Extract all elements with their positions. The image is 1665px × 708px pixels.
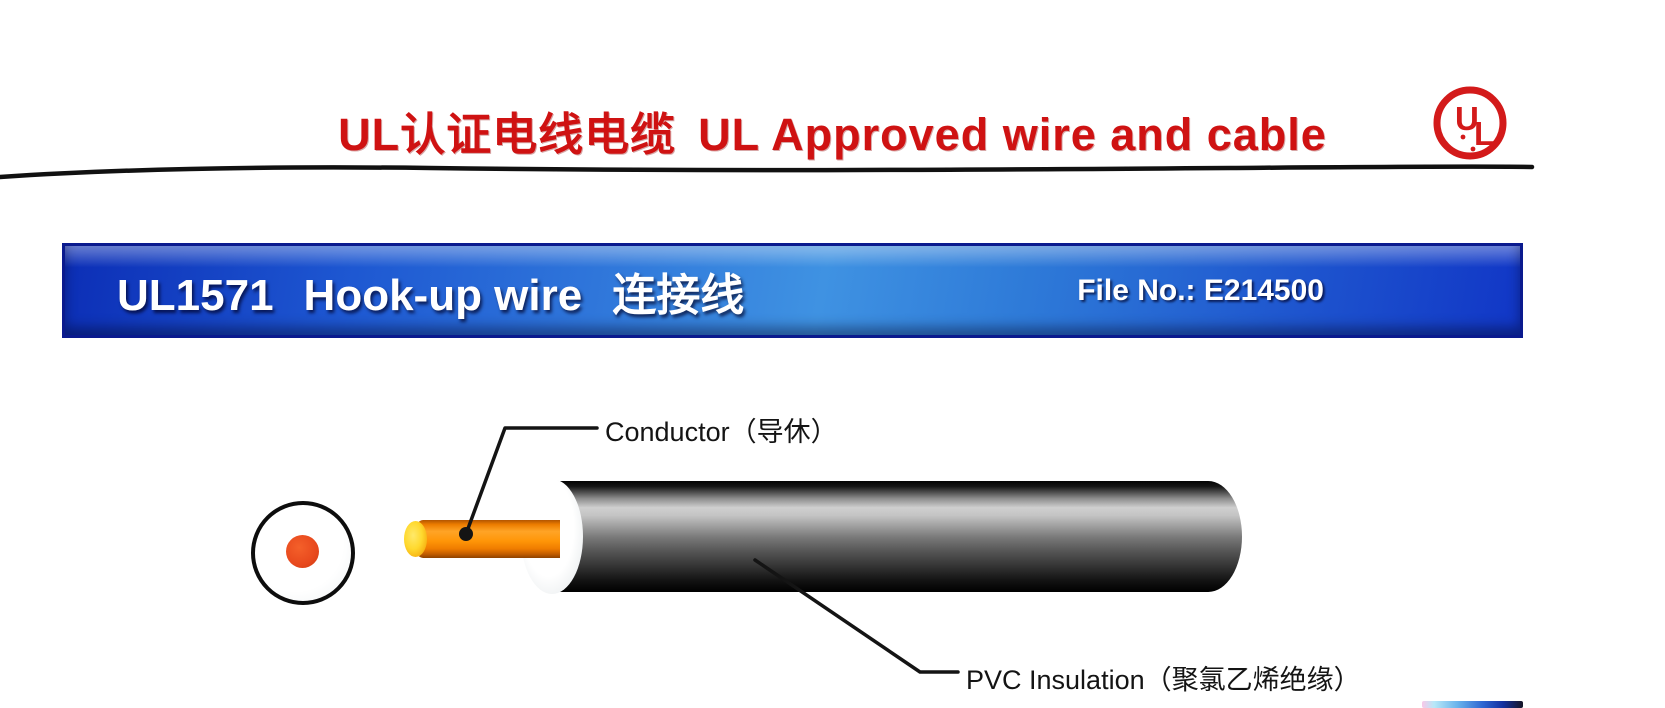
wire-cross-section: [251, 501, 355, 605]
ul-logo-letter-l: L: [1474, 115, 1494, 152]
page-title-chinese: UL认证电线电缆: [338, 109, 677, 160]
pvc-insulation-label: PVC Insulation（聚氯乙烯绝缘）: [966, 665, 1361, 695]
pvc-insulation-cylinder: [552, 481, 1242, 592]
next-section-banner-sliver: [1422, 701, 1523, 708]
product-name-english: Hook-up wire: [303, 270, 583, 320]
header-divider-line: [0, 158, 1665, 188]
ul-certification-icon: U L: [1431, 82, 1511, 166]
cross-section-conductor-core: [286, 535, 319, 568]
conductor-callout-dot: [459, 527, 473, 541]
conductor-end-cap: [404, 521, 427, 557]
conductor-label: Conductor（导休）: [605, 417, 838, 447]
conductor-cylinder: [413, 520, 560, 558]
product-banner: UL1571 Hook-up wire 连接线 File No.: E214500: [62, 243, 1523, 338]
product-banner-title: UL1571 Hook-up wire 连接线: [65, 259, 744, 323]
ul-logo-graphic: U L: [1433, 86, 1507, 160]
ul-logo-letter-u: U: [1455, 100, 1479, 137]
product-name-chinese: 连接线: [612, 270, 745, 320]
file-number: File No.: E214500: [1077, 273, 1324, 307]
wire-diagram: Conductor（导休） PVC Insulation（聚氯乙烯绝缘）: [0, 340, 1665, 708]
product-code: UL1571: [117, 270, 274, 320]
page-title: UL认证电线电缆 UL Approved wire and cable: [0, 98, 1665, 163]
page-title-english: UL Approved wire and cable: [698, 109, 1327, 160]
